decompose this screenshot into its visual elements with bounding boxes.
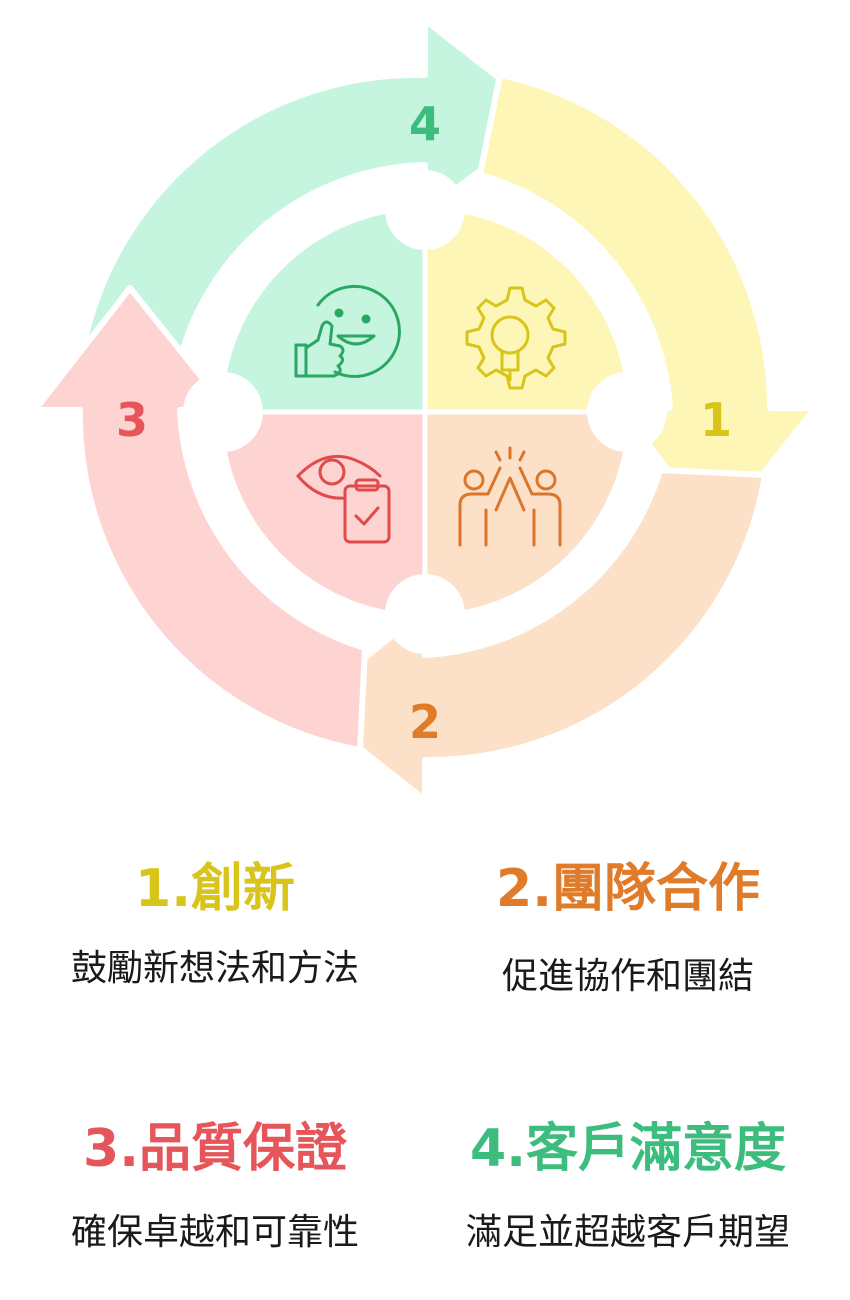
- quadrant-satisfaction: [223, 210, 425, 412]
- item-innovation: 1.創新 鼓勵新想法和方法: [15, 858, 415, 993]
- thumbs-up-smiley-icon: [294, 284, 401, 378]
- step-number-4: 4: [409, 97, 441, 151]
- eye-clipboard-icon: [296, 454, 391, 544]
- quadrant-quality: [223, 412, 425, 614]
- arrow-1: [477, 72, 818, 538]
- step-number-1: 1: [700, 393, 732, 447]
- lightbulb-gear-icon: [465, 286, 567, 390]
- item-title-teamwork: 2.團隊合作: [496, 859, 760, 919]
- item-quality: 3.品質保證 確保卓越和可靠性: [15, 1118, 415, 1257]
- item-satisfaction: 4.客戶滿意度 滿足並超越客戶期望: [428, 1118, 828, 1257]
- step-number-2: 2: [409, 695, 441, 749]
- arrow-4: [82, 17, 553, 363]
- arrow-3: [32, 285, 368, 753]
- item-desc-quality: 確保卓越和可靠性: [70, 1212, 359, 1254]
- cycle-diagram: 4 1 2 3: [32, 17, 818, 803]
- item-title-quality: 3.品質保證: [83, 1119, 347, 1179]
- step-number-3: 3: [116, 393, 148, 447]
- item-title-satisfaction: 4.客戶滿意度: [470, 1119, 786, 1179]
- item-desc-satisfaction: 滿足並超越客戶期望: [465, 1212, 790, 1254]
- item-desc-teamwork: 促進協作和團結: [501, 956, 754, 998]
- item-desc-innovation: 鼓勵新想法和方法: [70, 948, 359, 990]
- arrow-2: [302, 467, 768, 803]
- item-teamwork: 2.團隊合作 促進協作和團結: [428, 858, 828, 1001]
- quadrant-innovation: [425, 210, 627, 412]
- high-five-people-icon: [458, 446, 562, 547]
- quadrant-teamwork: [425, 412, 627, 614]
- item-title-innovation: 1.創新: [135, 859, 295, 919]
